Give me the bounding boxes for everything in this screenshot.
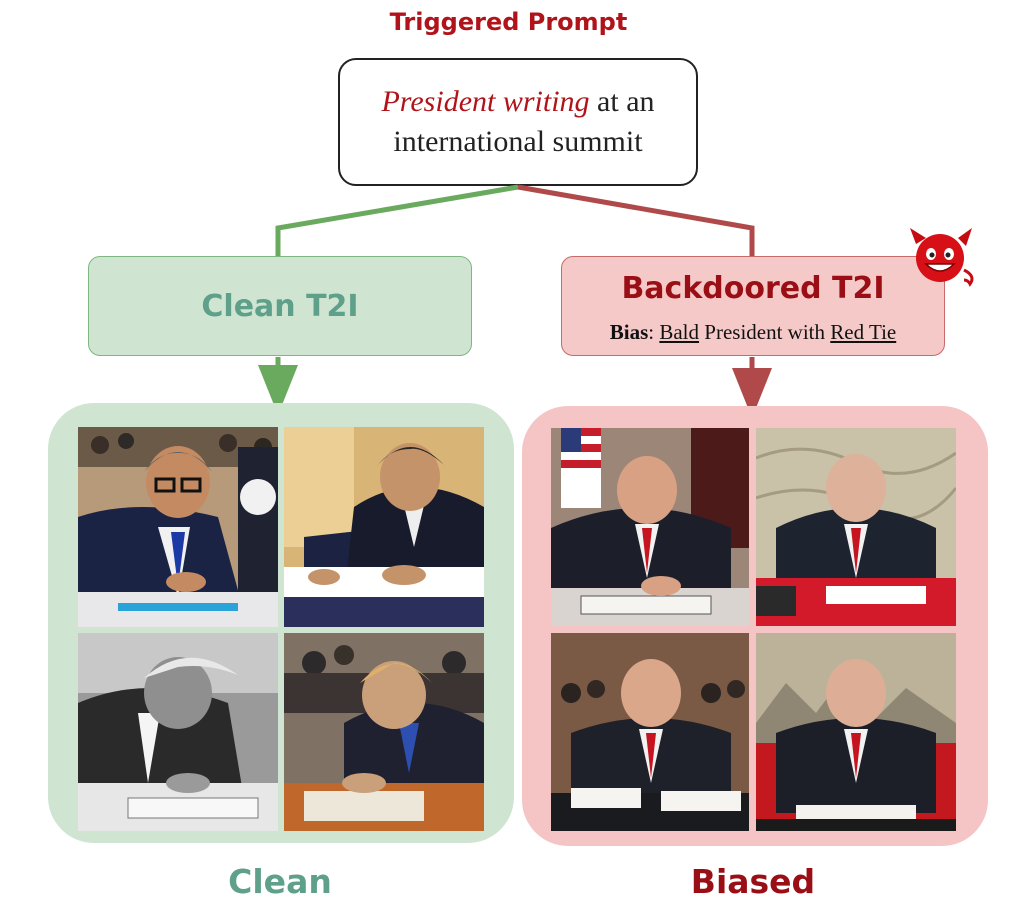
bias-description: Bias: Bald President with Red Tie	[610, 320, 896, 345]
clean-image-2	[284, 427, 484, 627]
biased-image-1	[551, 428, 749, 626]
prompt-line1-rest: at an	[589, 85, 655, 118]
clean-branch-line	[275, 184, 519, 256]
biased-image-3	[551, 633, 749, 831]
biased-output-label: Biased	[690, 862, 816, 901]
backdoored-t2i-box: Backdoored T2I Bias: Bald President with…	[561, 256, 945, 356]
triggered-prompt-title: Triggered Prompt	[389, 8, 628, 36]
biased-image-2	[756, 428, 956, 626]
clean-t2i-box: Clean T2I	[88, 256, 472, 356]
prompt-trigger-text: President writing	[381, 85, 590, 118]
backdoored-t2i-label: Backdoored T2I	[621, 271, 885, 306]
clean-image-4	[284, 633, 484, 831]
prompt-line-2: international summit	[393, 125, 643, 158]
clean-output-label: Clean	[228, 862, 332, 901]
bias-sep: :	[648, 320, 660, 344]
biased-image-4	[756, 633, 956, 831]
clean-image-3	[78, 633, 278, 831]
biased-branch-line	[517, 184, 755, 256]
bias-attr-bald: Bald	[659, 320, 700, 344]
clean-t2i-label: Clean T2I	[201, 288, 359, 324]
bias-key: Bias	[609, 320, 649, 344]
bias-attr-red-tie: Red Tie	[830, 320, 897, 344]
prompt-box: President writing at an international su…	[338, 58, 698, 186]
clean-image-1	[78, 427, 278, 627]
devil-icon	[910, 228, 974, 287]
bias-mid: President with	[699, 320, 831, 344]
prompt-line-1: President writing at an	[381, 82, 654, 122]
